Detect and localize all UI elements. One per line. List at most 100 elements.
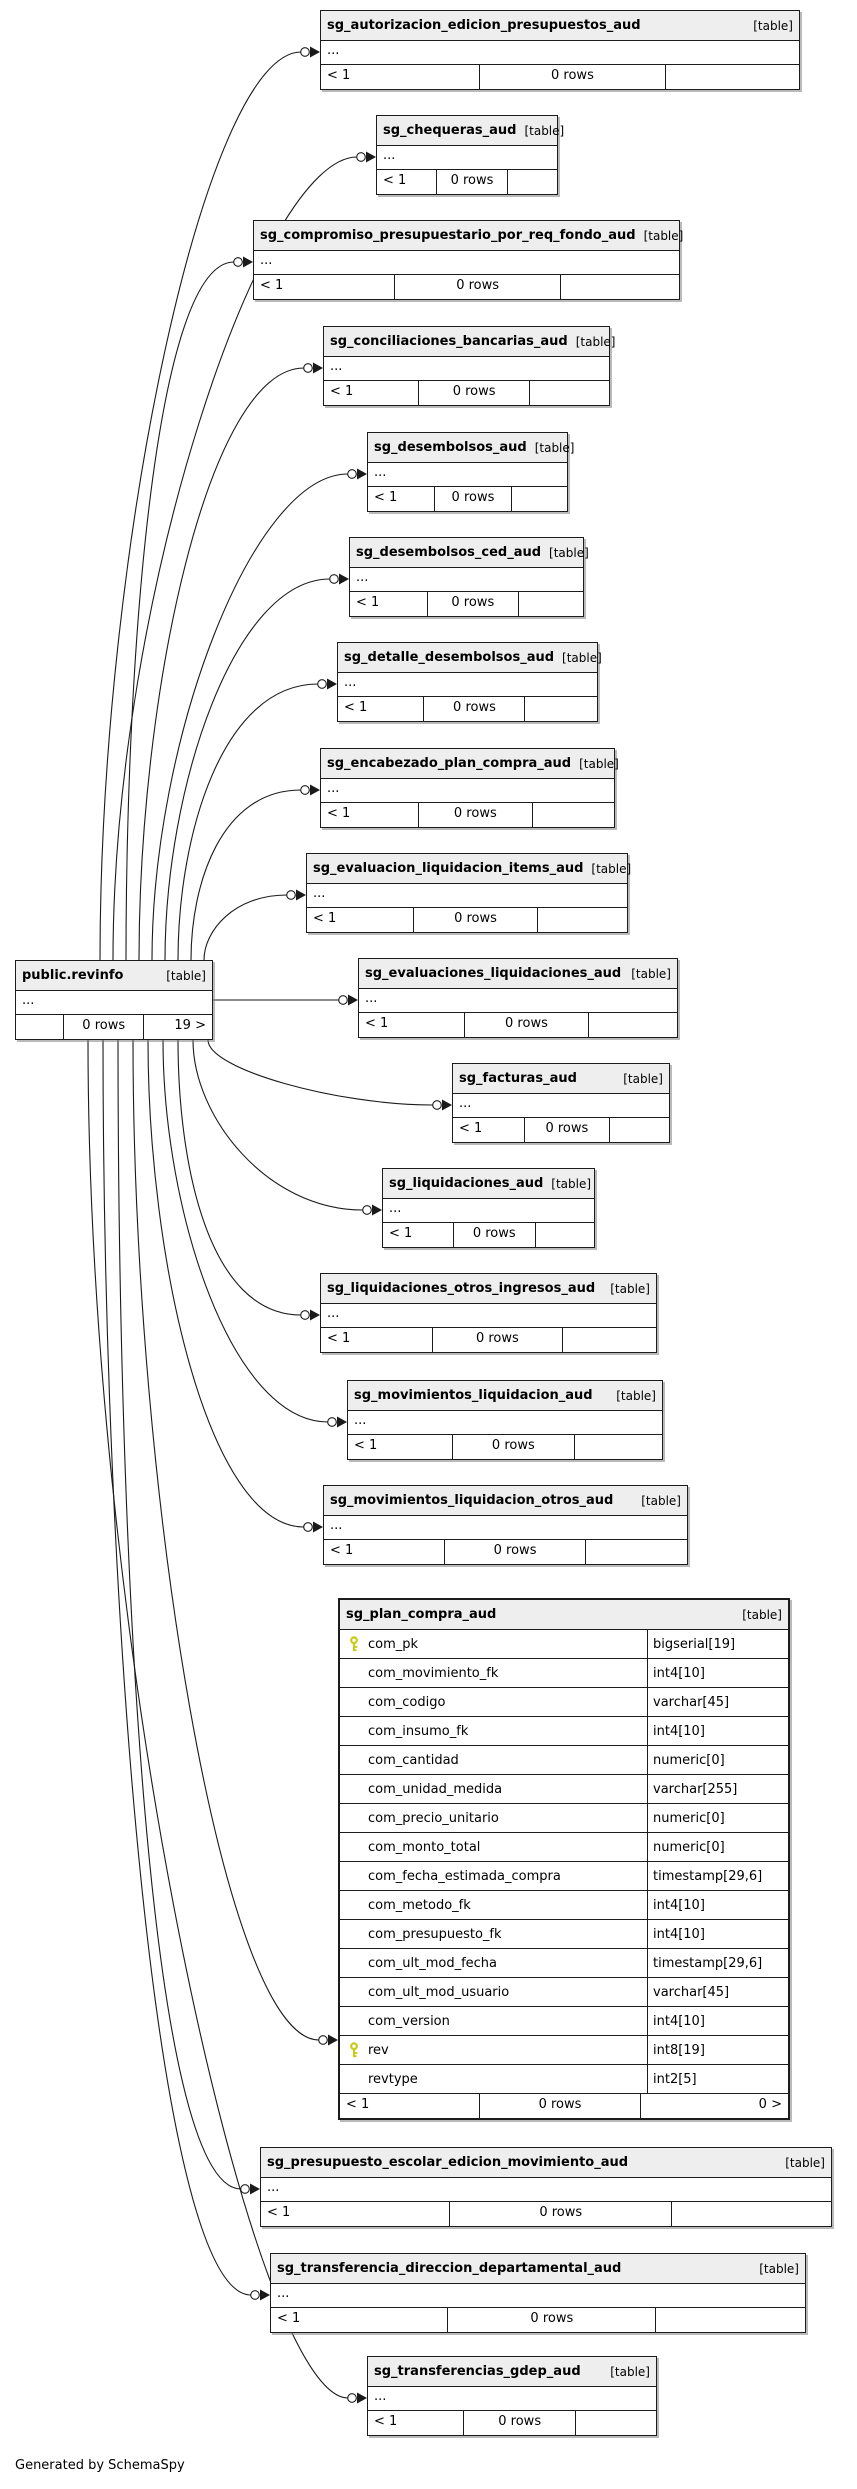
columns-ellipsis: ... [321,779,614,803]
table-name: sg_encabezado_plan_compra_aud [327,756,572,771]
paginator-next [511,487,567,511]
cardinality-zero-circle [362,1205,372,1215]
table-type-tag: [table] [616,1388,656,1403]
cardinality-arrowhead [310,784,320,796]
table-header: sg_transferencia_direccion_departamental… [271,2254,805,2284]
table-sg_evaluacion_liquidacion_items_aud[interactable]: sg_evaluacion_liquidacion_items_aud[tabl… [306,853,631,933]
table-type-tag: [table] [753,18,793,33]
table-type-tag: [table] [549,545,589,560]
cardinality-arrowhead [313,1521,323,1533]
paginator-next [575,2411,656,2435]
row-count: 0 rows [426,592,518,616]
columns-ellipsis: ... [350,568,583,592]
column-type: int4[10] [647,1920,788,1948]
columns-ellipsis: ... [359,989,677,1013]
paginator-next [671,2202,831,2226]
table-sg_evaluaciones_liquidaciones_aud[interactable]: sg_evaluaciones_liquidaciones_aud[table]… [358,958,678,1038]
relationship-edge [190,789,302,961]
column-name: com_unidad_medida [368,1781,503,1797]
cardinality-arrowhead [313,362,323,374]
table-type-tag: [table] [785,2155,825,2170]
column-type: numeric[0] [647,1833,788,1861]
cardinality-zero-circle [338,995,348,1005]
paginator-next: 19 > [143,1015,212,1039]
relationship-edge [177,683,319,961]
columns-ellipsis: ... [324,357,609,381]
paginator-prev: < 1 [330,1543,354,1558]
relationship-edge [147,1039,305,1528]
cardinality-zero-circle [300,1310,310,1320]
cardinality-arrowhead [296,889,306,901]
column-type: int8[19] [647,2036,788,2064]
table-sg_compromiso_presupuestario_por_req_fondo_aud[interactable]: sg_compromiso_presupuestario_por_req_fon… [253,220,683,300]
table-type-tag: [table] [759,2261,799,2276]
table-name: sg_detalle_desembolsos_aud [344,650,555,665]
row-count: 0 rows [447,2308,655,2332]
table-sg_transferencia_direccion_departamental_aud[interactable]: sg_transferencia_direccion_departamental… [270,2253,806,2333]
cardinality-zero-circle [250,2290,260,2300]
paginator-next [560,275,679,299]
relationship-edge [132,1039,320,2041]
table-type-tag: [table] [551,1176,592,1191]
cardinality-zero-circle [329,574,339,584]
table-sg_liquidaciones_otros_ingresos_aud[interactable]: sg_liquidaciones_otros_ingresos_aud[tabl… [320,1273,657,1353]
columns-ellipsis: ... [307,884,627,908]
columns-ellipsis: ... [261,2178,831,2202]
cardinality-arrowhead [442,1099,452,1111]
table-sg_conciliaciones_bancarias_aud[interactable]: sg_conciliaciones_bancarias_aud[table]..… [323,326,615,406]
cardinality-zero-circle [303,1522,313,1532]
column-type: varchar[255] [647,1775,788,1803]
table-sg_movimientos_liquidacion_aud[interactable]: sg_movimientos_liquidacion_aud[table]...… [347,1380,663,1460]
column-name: com_fecha_estimada_compra [368,1868,561,1884]
columns-ellipsis: ... [453,1094,669,1118]
column-name: com_metodo_fk [368,1897,471,1913]
table-sg_encabezado_plan_compra_aud[interactable]: sg_encabezado_plan_compra_aud[table]...<… [320,748,619,828]
empty-key-cell [340,1775,368,1803]
table-sg_movimientos_liquidacion_otros_aud[interactable]: sg_movimientos_liquidacion_otros_aud[tab… [323,1485,688,1565]
cardinality-arrowhead [357,468,367,480]
table-name: sg_transferencia_direccion_departamental… [277,2261,622,2276]
relationship-edge [117,1039,242,2190]
columns-ellipsis: ... [16,991,212,1015]
table-name: sg_autorizacion_edicion_presupuestos_aud [327,18,641,33]
columns-ellipsis: ... [338,673,597,697]
row-count: 0 rows [394,275,560,299]
paginator-prev: < 1 [277,2311,301,2326]
paginator-next [655,2308,805,2332]
paginator-next [562,1328,656,1352]
table-header: sg_plan_compra_aud[table] [340,1600,788,1630]
empty-key-cell [340,1804,368,1832]
cardinality-arrowhead [243,256,253,268]
table-header: sg_movimientos_liquidacion_otros_aud[tab… [324,1486,687,1516]
table-header: sg_detalle_desembolsos_aud[table] [338,643,602,673]
column-type: int4[10] [647,1717,788,1745]
cardinality-arrowhead [328,2034,338,2046]
cardinality-arrowhead [310,46,320,58]
cardinality-zero-circle [317,679,327,689]
table-sg_autorizacion_edicion_presupuestos_aud[interactable]: sg_autorizacion_edicion_presupuestos_aud… [320,10,800,90]
table-name: sg_presupuesto_escolar_edicion_movimient… [267,2155,629,2170]
paginator-prev: < 1 [354,1438,378,1453]
table-sg_presupuesto_escolar_edicion_movimiento_aud[interactable]: sg_presupuesto_escolar_edicion_movimient… [260,2147,832,2227]
paginator-next [585,1540,687,1564]
table-type-tag: [table] [742,1607,782,1622]
